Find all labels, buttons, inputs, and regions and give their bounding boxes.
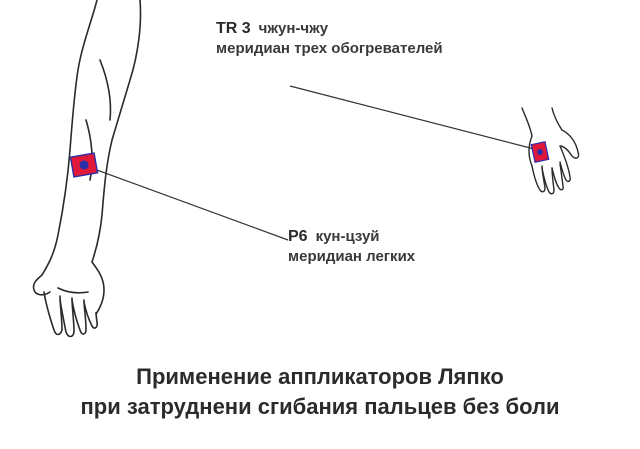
label-p6: P6 кун-цзуй меридиан легких [288,227,415,267]
label-tr3: TR 3 чжун-чжу меридиан трех обогревателей [216,19,443,59]
point-name-p6: кун-цзуй [315,228,380,245]
small-hand-drawing [521,107,580,195]
caption-line-1: Применение аппликаторов Ляпко [136,364,504,389]
caption-line-2: при затруднени сгибания пальцев без боли [80,394,560,419]
meridian-p6: меридиан легких [288,248,416,265]
meridian-tr3: меридиан трех обогревателей [216,40,443,57]
forearm-drawing [32,0,142,338]
leader-line-p6 [85,165,289,241]
applicator-center-tr3 [537,149,543,155]
applicator-center-p6 [79,160,89,170]
point-code-p6: P6 [288,228,308,245]
applicator-p6 [69,152,99,178]
point-name-tr3: чжун-чжу [258,20,329,37]
point-code-tr3: TR 3 [216,20,251,37]
leader-line-tr3 [289,85,539,151]
applicator-tr3 [530,141,550,163]
